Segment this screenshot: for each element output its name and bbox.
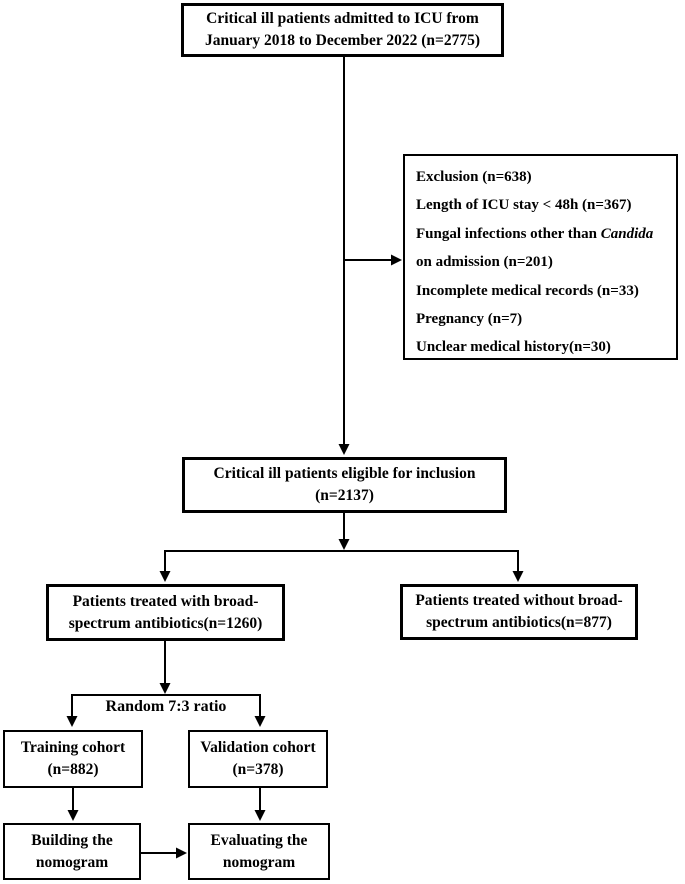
exclusion-line-admission: on admission (n=201) [416,254,553,271]
box-admitted-line1: Critical ill patients admitted to ICU fr… [206,10,479,27]
box-evaluating-line1: Evaluating the [210,831,308,849]
box-without-broad-line1: Patients treated without broad- [415,592,623,609]
box-evaluating-line2: nomogram [222,853,296,871]
box-with-broad-line1: Patients treated with broad- [72,592,259,610]
box-with-broad-spectrum: Patients treated with broad- spectrum an… [46,584,285,641]
box-with-broad-line2: spectrum antibiotics(n=1260) [68,614,263,632]
exclusion-line-fungal: Fungal infections other than Candida [416,220,653,248]
box-eligible-line1: Critical ill patients eligible for inclu… [213,465,476,482]
arrow-to-exclusion-head [391,254,402,266]
arrow-validation-to-evaluating-head [254,810,266,821]
box-eligible-line2: (n=2137) [315,487,374,504]
random-ratio-label: Random 7:3 ratio [105,698,227,715]
box-without-broad-spectrum: Patients treated without broad- spectrum… [400,584,638,640]
box-validation-line1: Validation cohort [200,739,316,756]
exclusion-line-history: Unclear medical history(n=30) [416,339,611,356]
arrow-split-to-without-broad-head [512,571,524,582]
box-building-nomogram: Building the nomogram [3,823,141,880]
exclusion-fungal-italic: Candida [600,225,654,242]
box-building-line2: nomogram [35,853,109,871]
box-training-line2: (n=882) [47,761,99,778]
box-admitted-line2: January 2018 to December 2022 (n=2775) [204,32,481,49]
box-validation-line2: (n=378) [232,761,284,778]
arrow-eligible-to-split-head [338,539,350,550]
box-admitted: Critical ill patients admitted to ICU fr… [181,3,504,57]
exclusion-line-pregnancy: Pregnancy (n=7) [416,311,523,328]
exclusion-fungal-prefix: Fungal infections other than [416,225,601,242]
box-building-line1: Building the [31,831,113,849]
arrow-building-to-evaluating-head [176,847,187,859]
arrow-ratio-to-validation-head [254,716,266,727]
box-without-broad-line2: spectrum antibiotics(n=877) [426,614,612,631]
arrow-admitted-to-eligible-head [338,444,350,455]
box-training-line1: Training cohort [20,739,126,756]
arrow-split-to-with-broad-head [159,571,171,582]
box-eligible: Critical ill patients eligible for inclu… [182,457,507,513]
exclusion-line-total: Exclusion (n=638) [416,169,532,185]
box-training-cohort: Training cohort (n=882) [3,730,143,788]
box-evaluating-nomogram: Evaluating the nomogram [188,823,330,880]
arrow-ratio-to-training-head [66,716,78,727]
arrow-training-to-building-head [67,810,79,821]
exclusion-line-records: Incomplete medical records (n=33) [416,282,639,299]
box-exclusion: Exclusion (n=638) Length of ICU stay < 4… [403,154,678,360]
arrow-with-broad-to-ratio-head [159,683,171,694]
exclusion-line-icu-stay: Length of ICU stay < 48h (n=367) [416,197,632,214]
box-validation-cohort: Validation cohort (n=378) [188,730,328,788]
